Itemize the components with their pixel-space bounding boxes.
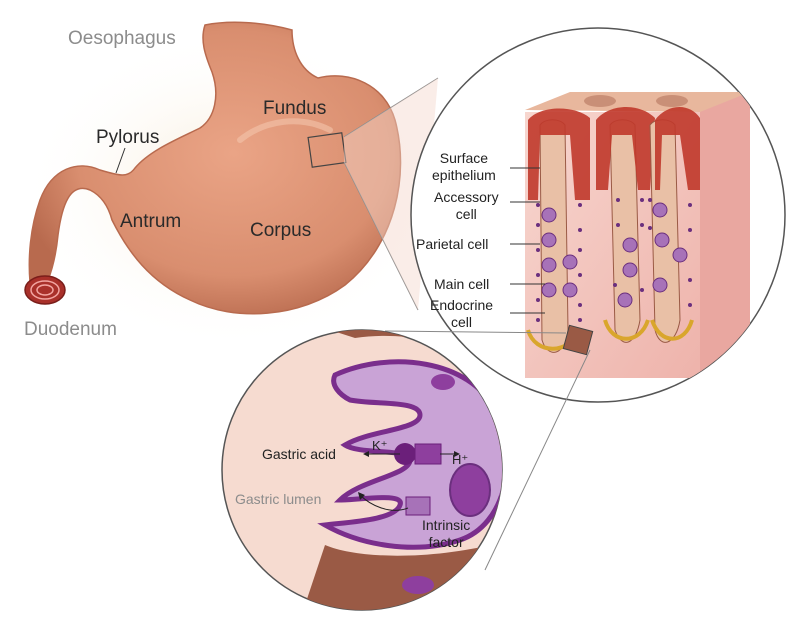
label-gastric-acid: Gastric acid (262, 446, 336, 463)
label-fundus: Fundus (263, 98, 326, 120)
gland-right (650, 120, 680, 343)
label-accessory-cell-line1: Accessory (434, 189, 499, 206)
label-intrinsic-factor-line1: Intrinsic (422, 517, 470, 534)
label-main-cell: Main cell (434, 276, 489, 293)
label-gastric-lumen: Gastric lumen (235, 491, 321, 507)
label-h-ion: H⁺ (452, 452, 468, 468)
label-endocrine-cell: Endocrine cell (430, 297, 493, 331)
label-surface-epithelium-line2: epithelium (432, 167, 496, 184)
label-antrum: Antrum (120, 211, 181, 233)
label-accessory-cell-line2: cell (434, 206, 499, 223)
label-intrinsic-factor-line2: factor (422, 534, 470, 551)
intrinsic-factor-vesicle (406, 497, 430, 515)
label-endocrine-cell-line2: cell (430, 314, 493, 331)
label-surface-epithelium: Surface epithelium (432, 150, 496, 184)
parietal-cell-magnification (222, 330, 520, 619)
label-corpus: Corpus (250, 220, 311, 242)
label-parietal-cell: Parietal cell (416, 236, 488, 253)
label-intrinsic-factor: Intrinsic factor (422, 517, 470, 551)
parietal-nucleus (450, 464, 490, 516)
label-oesophagus: Oesophagus (68, 28, 176, 50)
label-duodenum: Duodenum (24, 319, 117, 341)
label-pylorus: Pylorus (96, 127, 159, 149)
label-accessory-cell: Accessory cell (434, 189, 499, 223)
label-surface-epithelium-line1: Surface (432, 150, 496, 167)
label-endocrine-cell-line1: Endocrine (430, 297, 493, 314)
label-k-ion: K⁺ (372, 438, 388, 454)
